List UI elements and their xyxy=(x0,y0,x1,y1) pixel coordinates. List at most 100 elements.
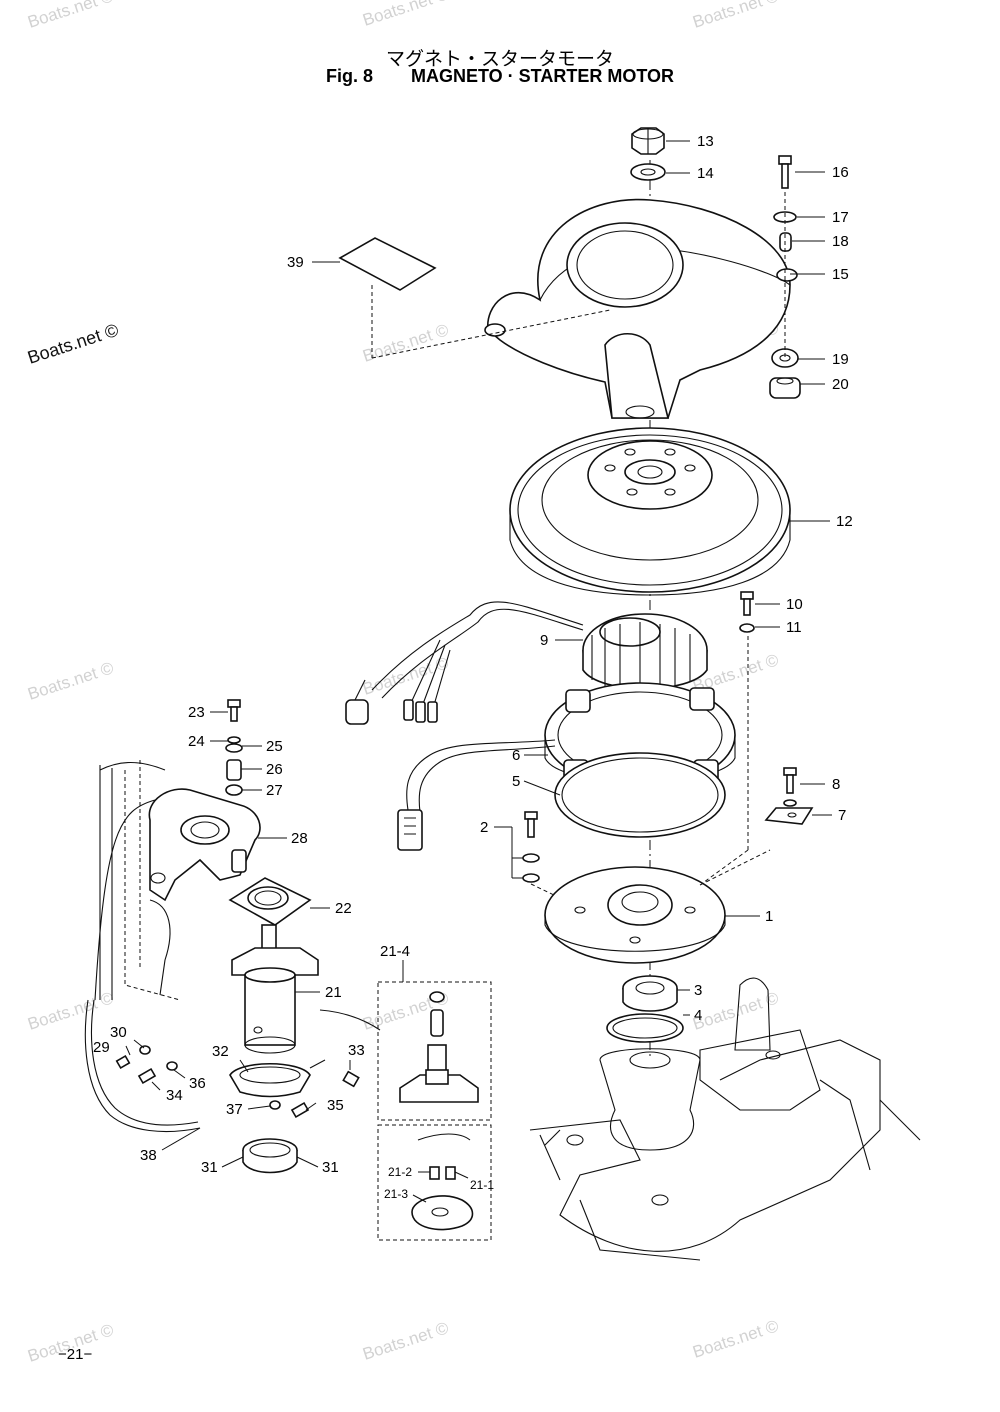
callout-14: 14 xyxy=(697,165,714,182)
callout-7: 7 xyxy=(838,807,846,824)
callout-36: 36 xyxy=(189,1075,206,1092)
callout-35: 35 xyxy=(327,1097,344,1114)
callout-30: 30 xyxy=(110,1024,127,1041)
callout-37: 37 xyxy=(226,1101,243,1118)
part-19-grommet xyxy=(771,348,799,368)
callout-38: 38 xyxy=(140,1147,157,1164)
callout-34: 34 xyxy=(166,1087,183,1104)
callout-31-right: 31 xyxy=(322,1159,339,1176)
callout-23: 23 xyxy=(188,704,205,721)
part-22-gasket xyxy=(228,877,312,926)
part-35-bolt xyxy=(290,1101,310,1119)
part-39-label-plate xyxy=(338,237,611,359)
figure-title-text: MAGNETO · STARTER MOTOR xyxy=(411,66,674,86)
part-10-bolt xyxy=(740,591,754,616)
part-11-washer xyxy=(739,623,755,633)
engine-block-outline xyxy=(84,760,201,1133)
callout-15: 15 xyxy=(832,266,849,283)
watermark-text: Boats.net © xyxy=(690,1316,781,1362)
callout-39: 39 xyxy=(287,254,304,271)
callout-17: 17 xyxy=(832,209,849,226)
part-37-washer xyxy=(269,1100,281,1110)
callout-26: 26 xyxy=(266,761,283,778)
part-36-washer xyxy=(166,1061,178,1071)
callout-11: 11 xyxy=(786,619,802,636)
part-30-washer xyxy=(139,1045,151,1055)
part-15-flywheel-cover xyxy=(484,198,798,419)
watermark-text: Boats.net © xyxy=(25,988,116,1034)
callout-21: 21 xyxy=(325,984,342,1001)
part-34-bolt xyxy=(137,1067,157,1085)
figure-number: Fig. 8 xyxy=(325,66,373,86)
watermark-text: Boats.net © xyxy=(25,658,116,704)
callout-33: 33 xyxy=(348,1042,365,1059)
callout-21-1: 21-1 xyxy=(470,1178,494,1192)
part-12-flywheel xyxy=(509,427,791,596)
title-japanese: マグネト・スタータモータ xyxy=(385,48,614,70)
callout-22: 22 xyxy=(335,900,352,917)
part-24-washer xyxy=(227,736,241,744)
watermark-text: Boats.net © xyxy=(25,0,116,32)
callout-8: 8 xyxy=(832,776,840,793)
part-29-bolt xyxy=(115,1054,131,1070)
callout-28: 28 xyxy=(291,830,308,847)
page-number: −21− xyxy=(58,1346,93,1363)
callout-21-3: 21-3 xyxy=(384,1187,408,1201)
callout-16: 16 xyxy=(832,164,849,181)
callout-5: 5 xyxy=(512,773,520,790)
callout-25: 25 xyxy=(266,738,283,755)
callout-24: 24 xyxy=(188,733,205,750)
part-25-washer xyxy=(225,743,243,753)
part-23-bolt xyxy=(227,699,241,722)
powerhead-block xyxy=(529,977,921,1261)
callout-4: 4 xyxy=(694,1007,702,1024)
watermark-text: Boats.net © xyxy=(360,320,451,366)
figure-title: Fig. 8 MAGNETO · STARTER MOTOR xyxy=(0,66,1000,87)
part-26-collar xyxy=(226,759,242,781)
part-28-bracket xyxy=(148,788,261,902)
callout-6: 6 xyxy=(512,747,520,764)
callout-2: 2 xyxy=(480,819,488,836)
watermark-text: Boats.net © xyxy=(690,0,781,32)
callout-13: 13 xyxy=(697,133,714,150)
part-33-bolt xyxy=(342,1070,360,1088)
part-20-mount xyxy=(769,377,801,399)
callout-12: 12 xyxy=(836,513,853,530)
callout-21-4: 21-4 xyxy=(380,943,410,960)
part-32-band xyxy=(229,1059,326,1098)
part-21-starter-motor xyxy=(231,924,381,1054)
part-4-snap-ring xyxy=(606,1013,684,1043)
part-27-grommet xyxy=(225,784,243,796)
callout-32: 32 xyxy=(212,1043,229,1060)
part-5-ring xyxy=(554,752,726,838)
callout-19: 19 xyxy=(832,351,849,368)
watermark-text-dark: Boats.net © xyxy=(25,320,121,368)
callout-9: 9 xyxy=(540,632,548,649)
part-2-bolt-washers xyxy=(522,811,540,883)
callout-labels: 13 14 16 17 18 15 19 20 39 12 10 11 9 6 … xyxy=(93,133,853,1201)
part-13-nut xyxy=(631,127,665,155)
callout-21-2: 21-2 xyxy=(388,1165,412,1179)
part-31-clamp-band xyxy=(242,1138,298,1174)
bolt-axis-line xyxy=(699,849,749,886)
part-1-base-plate xyxy=(544,866,726,964)
part-9-stator xyxy=(345,601,708,725)
part-3-bearing xyxy=(622,975,678,1012)
callout-27: 27 xyxy=(266,782,283,799)
callout-31-left: 31 xyxy=(201,1159,218,1176)
callout-1: 1 xyxy=(765,908,773,925)
callout-18: 18 xyxy=(832,233,849,250)
callout-3: 3 xyxy=(694,982,702,999)
leader-lines xyxy=(125,140,832,1203)
detail-box-brush-holder xyxy=(377,1124,492,1241)
part-14-washer xyxy=(630,163,666,181)
callout-10: 10 xyxy=(786,596,803,613)
part-16-bolt xyxy=(778,155,792,189)
watermark-text: Boats.net © xyxy=(360,1318,451,1364)
axis-line xyxy=(699,849,771,886)
watermark-text: Boats.net © xyxy=(360,0,451,30)
part-7-clamp xyxy=(764,807,814,825)
callout-29: 29 xyxy=(93,1039,110,1056)
